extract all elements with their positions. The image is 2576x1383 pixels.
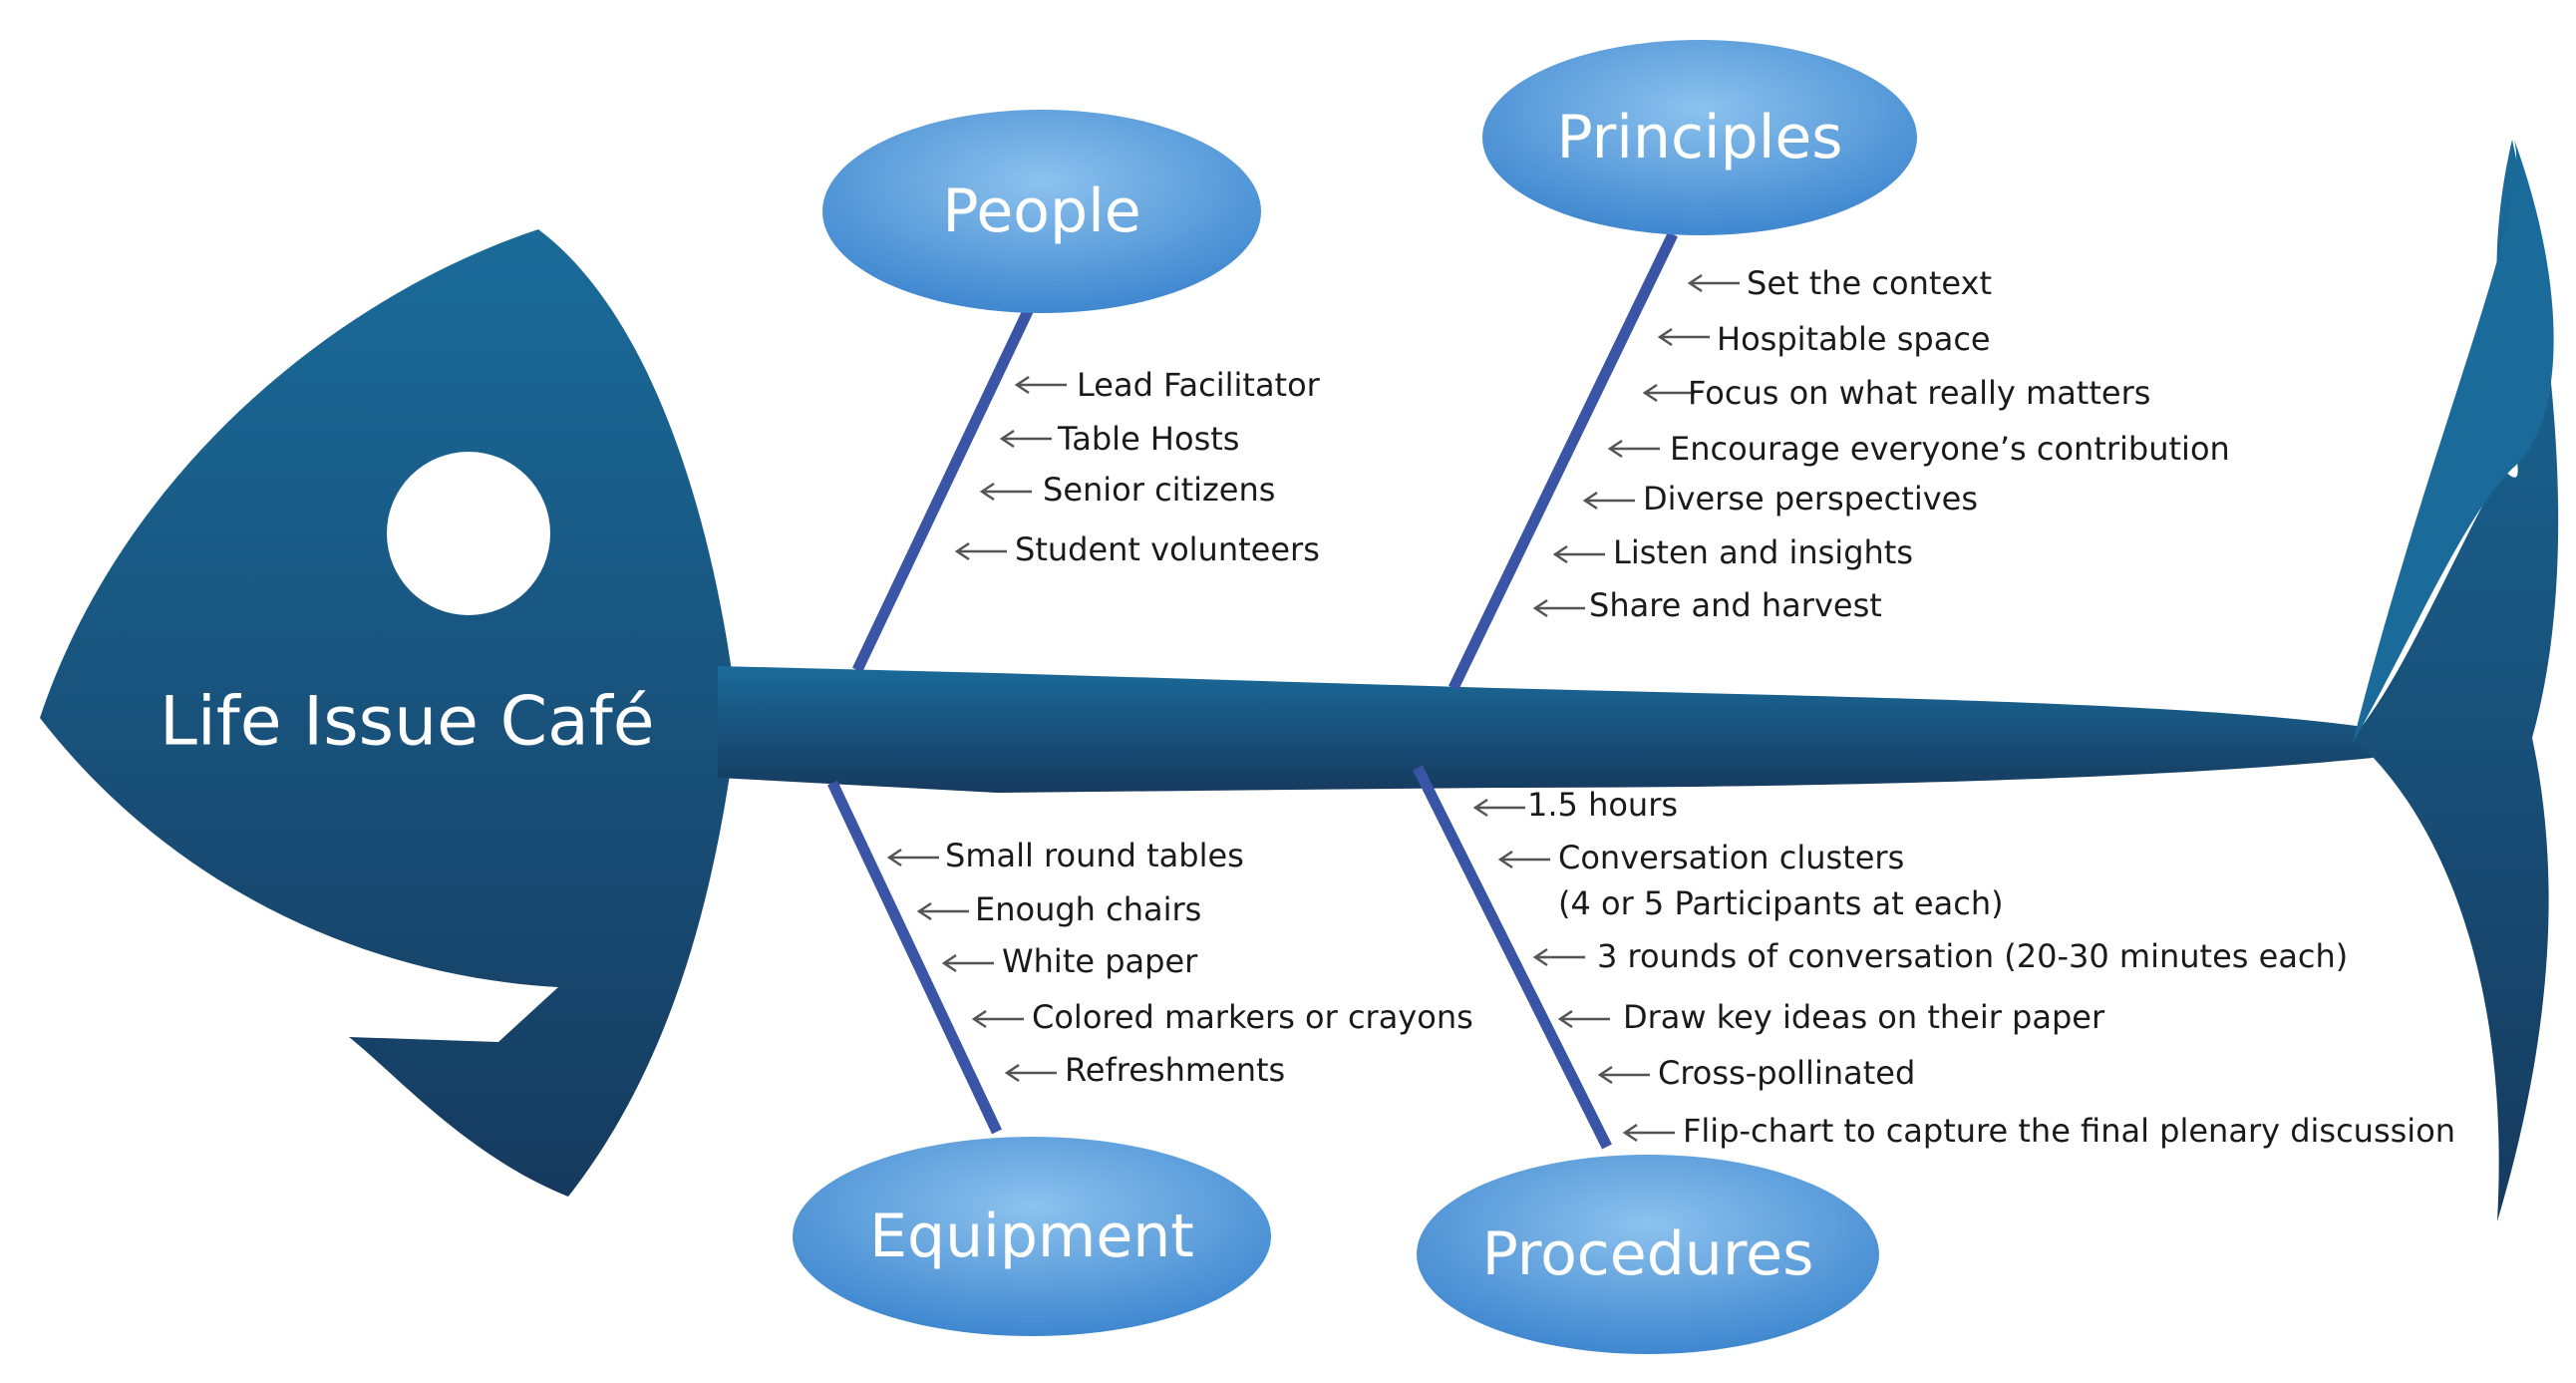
category-label-equipment: Equipment	[869, 1202, 1194, 1271]
category-label-principles: Principles	[1556, 103, 1842, 173]
bone-people	[852, 306, 1034, 673]
svg-text:Focus on what really matters: Focus on what really matters	[1688, 374, 2150, 412]
principles-item: Listen and insights	[1552, 533, 1913, 571]
svg-text:Enough chairs: Enough chairs	[975, 890, 1201, 928]
procedures-item: Conversation clusters	[1497, 839, 1904, 876]
category-people: People	[822, 110, 1261, 313]
people-item: Table Hosts	[999, 420, 1239, 458]
fish-head	[40, 229, 738, 1197]
svg-text:Draw key ideas on their paper: Draw key ideas on their paper	[1623, 998, 2105, 1036]
bone-principles	[1449, 231, 1678, 691]
category-label-people: People	[942, 176, 1140, 246]
svg-text:Share and harvest: Share and harvest	[1589, 586, 1882, 624]
svg-text:1.5 hours: 1.5 hours	[1527, 786, 1678, 824]
procedures-item: Draw key ideas on their paper	[1557, 998, 2105, 1036]
principles-item: Share and harvest	[1532, 586, 1882, 624]
equipment-item: Enough chairs	[916, 890, 1201, 928]
principles-item: Focus on what really matters	[1642, 374, 2150, 412]
equipment-item: Colored markers or crayons	[971, 998, 1473, 1036]
svg-text:Set the context: Set the context	[1747, 264, 1992, 302]
principles-item-list: Set the context Hospitable space Focus o…	[1532, 264, 2230, 624]
procedures-item: (4 or 5 Participants at each)	[1558, 884, 2004, 922]
category-equipment: Equipment	[793, 1137, 1271, 1336]
category-principles: Principles	[1482, 40, 1917, 235]
svg-text:White paper: White paper	[1002, 942, 1198, 980]
principles-item: Diverse perspectives	[1582, 480, 1978, 518]
procedures-item: Cross-pollinated	[1597, 1054, 1915, 1092]
equipment-item: Small round tables	[886, 837, 1244, 874]
svg-text:3 rounds of conversation (20-3: 3 rounds of conversation (20-30 minutes …	[1597, 937, 2348, 975]
svg-text:Cross-pollinated: Cross-pollinated	[1658, 1054, 1915, 1092]
svg-text:Encourage everyone’s contribut: Encourage everyone’s contribution	[1670, 430, 2230, 468]
svg-text:Hospitable space: Hospitable space	[1717, 320, 1991, 358]
equipment-item: White paper	[941, 942, 1198, 980]
people-item: Lead Facilitator	[1014, 366, 1321, 404]
bone-equipment	[827, 780, 1002, 1135]
fish-spine	[718, 666, 2373, 793]
bone-procedures	[1413, 765, 1612, 1150]
category-procedures: Procedures	[1417, 1155, 1879, 1354]
svg-text:Colored markers or crayons: Colored markers or crayons	[1032, 998, 1473, 1036]
svg-text:Diverse perspectives: Diverse perspectives	[1643, 480, 1978, 518]
svg-text:Senior citizens: Senior citizens	[1043, 471, 1275, 509]
principles-item: Encourage everyone’s contribution	[1607, 430, 2230, 468]
procedures-item: Flip-chart to capture the final plenary …	[1622, 1112, 2455, 1150]
people-item: Student volunteers	[954, 530, 1320, 568]
svg-text:Listen and insights: Listen and insights	[1613, 533, 1913, 571]
fish-tail	[2353, 140, 2559, 1221]
procedures-item: 1.5 hours	[1472, 786, 1678, 824]
diagram-title: Life Issue Café	[160, 683, 655, 762]
people-item: Senior citizens	[979, 471, 1275, 509]
procedures-item: 3 rounds of conversation (20-30 minutes …	[1532, 937, 2348, 975]
procedures-item-list: 1.5 hours Conversation clusters (4 or 5 …	[1472, 786, 2455, 1150]
equipment-item: Refreshments	[1004, 1051, 1285, 1089]
svg-text:Small round tables: Small round tables	[945, 837, 1244, 874]
principles-item: Set the context	[1687, 264, 1992, 302]
svg-text:Table Hosts: Table Hosts	[1057, 420, 1239, 458]
svg-text:Flip-chart to capture the fina: Flip-chart to capture the final plenary …	[1683, 1112, 2455, 1150]
principles-item: Hospitable space	[1657, 320, 1991, 358]
svg-text:Student volunteers: Student volunteers	[1015, 530, 1320, 568]
category-label-procedures: Procedures	[1482, 1219, 1814, 1289]
equipment-item-list: Small round tables Enough chairs White p…	[886, 837, 1473, 1089]
svg-text:Conversation clusters: Conversation clusters	[1558, 839, 1904, 876]
people-item-list: Lead Facilitator Table Hosts Senior citi…	[954, 366, 1321, 568]
fish-eye	[387, 452, 550, 615]
svg-text:Refreshments: Refreshments	[1065, 1051, 1285, 1089]
svg-text:Lead Facilitator: Lead Facilitator	[1077, 366, 1321, 404]
svg-text:(4 or 5 Participants at each): (4 or 5 Participants at each)	[1558, 884, 2004, 922]
